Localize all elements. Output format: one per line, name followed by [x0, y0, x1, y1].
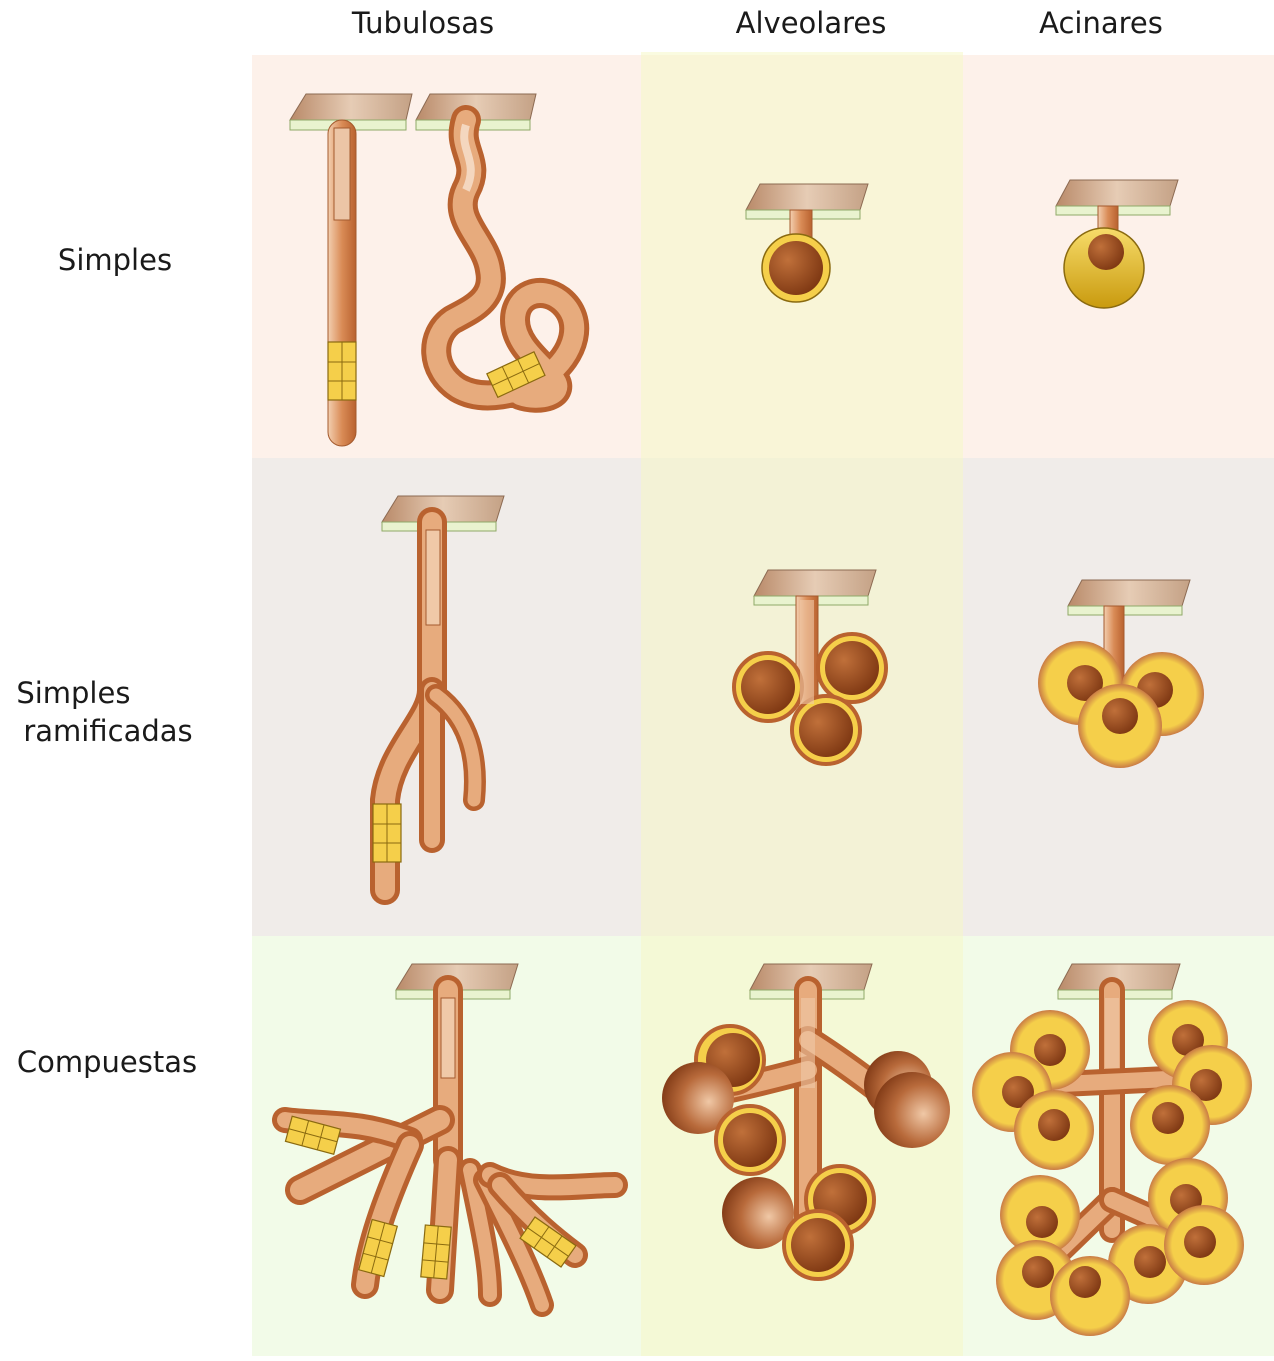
row-header-ramificadas: Simples ramificadas — [16, 676, 192, 748]
row-header-ramificadas-line2: ramificadas — [23, 714, 192, 748]
row-header-simples: Simples — [58, 243, 172, 277]
column-header-acinares: Acinares — [1039, 6, 1163, 40]
column-header-alveolares: Alveolares — [736, 6, 887, 40]
row-header-compuestas: Compuestas — [17, 1045, 197, 1079]
row-header-ramificadas-line1: Simples — [16, 676, 130, 710]
column-header-tubulosas: Tubulosas — [351, 6, 494, 40]
